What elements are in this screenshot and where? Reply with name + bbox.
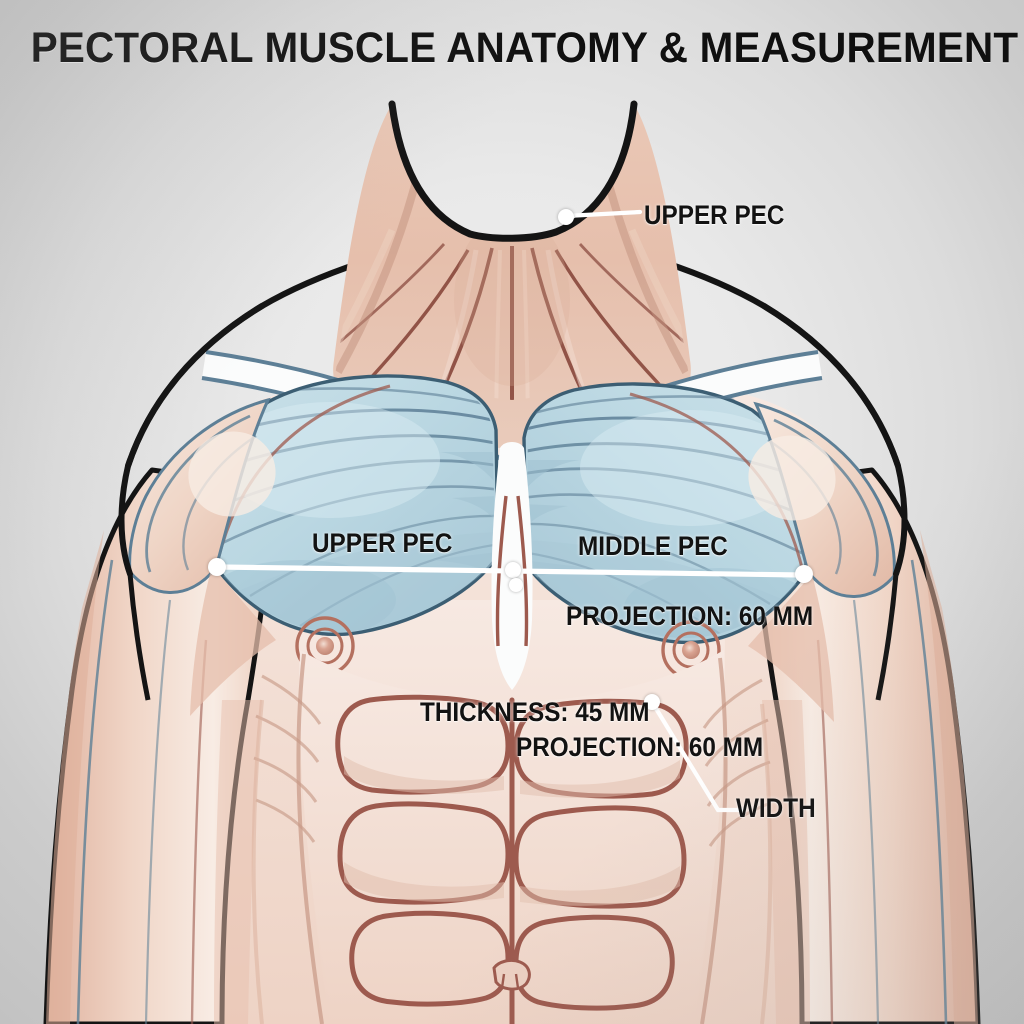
callout-leaders: [563, 209, 745, 813]
page-title: PECTORAL MUSCLE ANATOMY & MEASUREMENT: [30, 24, 1019, 72]
label-projection-bottom: PROJECTION: 60 MM: [516, 732, 764, 762]
nipple-right: [661, 620, 721, 680]
label-upper-pec-region: UPPER PEC: [312, 528, 453, 558]
label-middle-pec-region: MIDDLE PEC: [578, 531, 728, 561]
measurement-midpoint: [505, 562, 521, 578]
measurement-endpoint-left: [208, 558, 226, 576]
label-thickness: THICKNESS: 45 MM: [420, 697, 650, 727]
callout-marker-upper-pec: [558, 209, 574, 225]
label-width: WIDTH: [736, 793, 816, 823]
label-upper-pec-callout: UPPER PEC: [644, 200, 785, 230]
measurement-midpoint-lower: [509, 578, 523, 592]
measurement-endpoint-right: [795, 565, 813, 583]
label-projection-top: PROJECTION: 60 MM: [566, 601, 814, 631]
callout-marker-width: [644, 694, 660, 710]
